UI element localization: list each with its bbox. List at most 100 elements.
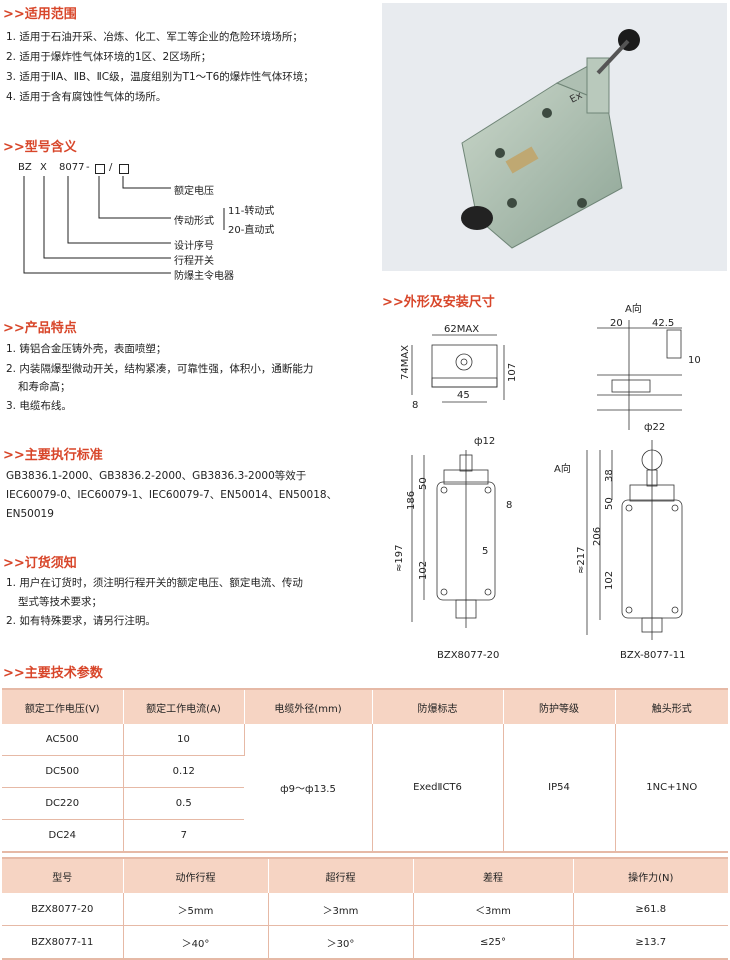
code-box-drive [95, 164, 105, 174]
section-heading-ordering: >>订货须知 [3, 556, 77, 571]
dim-8b: 8 [506, 500, 513, 511]
application-item: 2. 适用于爆炸性气体环境的1区、2区场所； [6, 51, 212, 63]
col-header: 额定工作电流(A) [123, 689, 245, 724]
table-header-row: 型号 动作行程 超行程 差程 操作力(N) [2, 858, 728, 893]
code-leader-lines [23, 176, 225, 274]
section-heading-specs: >>主要技术参数 [3, 666, 103, 681]
col-header: 防爆标志 [372, 689, 504, 724]
standards-line: IEC60079-0、IEC60079-1、IEC60079-7、EN50014… [6, 489, 338, 501]
dim-50: 50 [418, 477, 429, 490]
switch-photo-illustration: Ex [382, 3, 727, 271]
code-prefix: BZ [18, 162, 32, 173]
dim-197: ≈197 [394, 544, 405, 572]
section-heading-drawing: >>外形及安装尺寸 [382, 295, 495, 310]
svg-text:Ex: Ex [568, 90, 584, 105]
feature-item: 1. 铸铝合金压铸外壳，表面喷塑； [6, 343, 167, 355]
dim-38: 38 [604, 469, 615, 482]
table-cell: ＞3mm [268, 893, 414, 926]
dim-102b: 102 [604, 570, 615, 590]
dim-a-view: A向 [625, 304, 642, 315]
table-row: BZX8077-20 ＞5mm ＞3mm ＜3mm ≥61.8 [2, 893, 728, 926]
table-row: DC24 7 [2, 819, 728, 853]
spec-table-electrical: 额定工作电压(V) 额定工作电流(A) 电缆外径(mm) 防爆标志 防护等级 触… [2, 688, 728, 853]
voltage-cell: DC500 [2, 755, 124, 788]
protection-cell: IP54 [503, 724, 616, 853]
drawing-caption-20: BZX8077-20 [437, 650, 500, 661]
table-cell: BZX8077-11 [2, 925, 124, 960]
table-cell: BZX8077-20 [2, 893, 124, 926]
section-heading-model: >>型号含义 [3, 140, 77, 155]
current-cell: 10 [123, 724, 245, 756]
dim-20: 20 [610, 318, 623, 329]
application-item: 1. 适用于石油开采、冶炼、化工、军工等企业的危险环境场所； [6, 31, 303, 43]
dim-206: 206 [592, 526, 603, 546]
dim-phi22: ф22 [644, 422, 666, 433]
standards-line: GB3836.1-2000、GB3836.2-2000、GB3836.3-200… [6, 470, 307, 482]
model-code-diagram: BZ X 8077 - / 额定电压 传动形式 11-转动式 20-直动式 设计… [6, 158, 326, 288]
code-number: 8077 [59, 162, 85, 173]
current-cell: 0.5 [123, 787, 244, 820]
dim-217: ≈217 [576, 546, 587, 574]
table-cell: ＞5mm [123, 893, 269, 926]
section-heading-standards: >>主要执行标准 [3, 448, 103, 463]
code-slash: / [109, 162, 113, 173]
voltage-cell: DC220 [2, 787, 124, 820]
table-cell: ≤25° [413, 925, 574, 960]
feature-item: 2. 内装隔爆型微动开关，结构紧凑，可靠性强，体积小，通断能力 [6, 363, 314, 375]
voltage-cell: DC24 [2, 819, 124, 853]
dim-62max: 62MAX [444, 324, 480, 335]
dim-50b: 50 [604, 497, 615, 510]
label-option-linear: 20-直动式 [228, 225, 275, 236]
ordering-item: 型式等技术要求； [18, 596, 102, 608]
dim-42-5: 42.5 [652, 318, 675, 329]
table-cell: ＞30° [268, 925, 414, 960]
code-dash: - [86, 162, 90, 173]
dim-5: 5 [482, 546, 489, 557]
label-explosion-relay: 防爆主令电器 [174, 271, 234, 282]
label-drive-form: 传动形式 [174, 216, 214, 227]
table-row: DC220 0.5 [2, 787, 728, 820]
col-header: 额定工作电压(V) [2, 689, 124, 724]
table-header-row: 额定工作电压(V) 额定工作电流(A) 电缆外径(mm) 防爆标志 防护等级 触… [2, 689, 728, 724]
cable-cell: ф9～ф13.5 [244, 724, 373, 853]
col-header: 动作行程 [123, 858, 269, 893]
dim-107: 107 [507, 362, 518, 382]
col-header: 型号 [2, 858, 124, 893]
current-cell: 7 [123, 819, 244, 853]
col-header: 触头形式 [615, 689, 728, 724]
dim-186: 186 [406, 490, 417, 510]
section-heading-application: >>适用范围 [3, 7, 77, 22]
dim-45: 45 [457, 390, 470, 401]
ordering-item: 1. 用户在订货时，须注明行程开关的额定电压、额定电流、传动 [6, 577, 303, 589]
feature-item: 和寿命高； [18, 381, 71, 393]
col-header: 电缆外径(mm) [244, 689, 373, 724]
section-heading-features: >>产品特点 [3, 321, 77, 336]
feature-item: 3. 电缆布线。 [6, 400, 72, 412]
col-header: 防护等级 [503, 689, 616, 724]
dim-74max: 74MAX [400, 344, 411, 380]
label-option-rotary: 11-转动式 [228, 206, 275, 217]
table-cell: ≥61.8 [573, 893, 728, 926]
dim-a-label: A向 [554, 464, 571, 475]
table-row: AC500 10 ф9～ф13.5 ExedⅡCT6 IP54 1NC+1NO [2, 724, 728, 853]
label-travel-switch: 行程开关 [174, 256, 214, 267]
dim-10: 10 [688, 355, 701, 366]
col-header: 超行程 [268, 858, 414, 893]
application-item: 3. 适用于ⅡA、ⅡB、ⅡC级，温度组别为T1～T6的爆炸性气体环境； [6, 71, 314, 83]
dimension-lines [411, 320, 683, 640]
table-row: DC500 0.12 [2, 755, 728, 788]
application-item: 4. 适用于含有腐蚀性气体的场所。 [6, 91, 167, 103]
code-x: X [40, 162, 47, 173]
table-row: BZX8077-11 ＞40° ＞30° ≤25° ≥13.7 [2, 925, 728, 960]
contact-cell: 1NC+1NO [615, 724, 728, 853]
col-header: 差程 [413, 858, 574, 893]
ordering-item: 2. 如有特殊要求，请另行注明。 [6, 615, 156, 627]
ex-mark-cell: ExedⅡCT6 [372, 724, 504, 853]
col-header: 操作力(N) [573, 858, 728, 893]
dim-8: 8 [412, 400, 419, 411]
voltage-cell: AC500 [2, 724, 124, 756]
product-photo: Ex [382, 3, 727, 271]
drawing-caption-11: BZX-8077-11 [620, 650, 686, 661]
label-rated-voltage: 额定电压 [174, 186, 214, 197]
table-cell: ＞40° [123, 925, 269, 960]
